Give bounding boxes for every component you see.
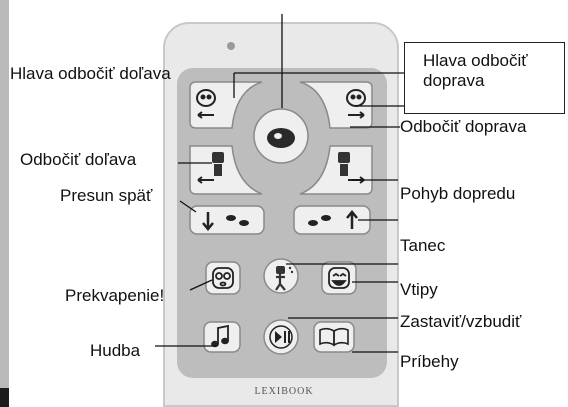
surprise-button[interactable] <box>205 261 241 295</box>
label-stop-wake: Zastaviť/vzbudiť <box>400 312 522 331</box>
open-book-icon <box>319 327 349 347</box>
brand-logo-text: LEXIBOOK <box>254 386 314 397</box>
label-move-forward: Pohyb dopredu <box>400 184 516 203</box>
move-back-button[interactable] <box>189 205 265 235</box>
label-head-right-line1: Hlava odbočiť <box>423 51 528 70</box>
turn-left-button[interactable] <box>189 145 263 195</box>
remote-sensor <box>227 42 235 50</box>
label-move-back: Presun späť <box>60 186 153 205</box>
laughing-face-icon <box>328 267 350 289</box>
label-head-right-line2: doprava <box>423 71 485 90</box>
left-edge-bar <box>0 0 9 407</box>
head-left-icon <box>196 89 216 119</box>
dance-robot-icon <box>275 266 294 291</box>
surprise-face-icon <box>212 267 234 289</box>
jokes-button[interactable] <box>321 261 357 295</box>
label-turn-left: Odbočiť doľava <box>20 150 137 169</box>
label-dance: Tanec <box>400 236 446 255</box>
turn-left-robot-icon <box>197 152 224 184</box>
center-disc-hole <box>274 133 282 139</box>
leader-move-back <box>179 200 197 213</box>
left-edge-dark-block <box>0 388 9 407</box>
music-note-icon <box>211 324 229 348</box>
label-head-left: Hlava odbočiť doľava <box>10 64 171 83</box>
label-turn-right: Odbočiť doprava <box>400 117 527 136</box>
head-left-button[interactable] <box>189 81 263 129</box>
center-disc-icon <box>267 128 295 148</box>
leader-surprise <box>189 279 213 291</box>
label-head-right-box: Hlava odbočiť doprava <box>404 42 565 114</box>
play-pause-icon <box>269 325 293 349</box>
leader-lines <box>155 14 404 353</box>
turn-right-button[interactable] <box>299 145 373 195</box>
label-jokes: Vtipy <box>400 280 438 299</box>
label-surprise: Prekvapenie! <box>65 286 165 305</box>
head-right-button[interactable] <box>299 81 373 129</box>
label-music: Hudba <box>90 341 141 360</box>
move-forward-icon <box>308 210 358 229</box>
label-stories: Príbehy <box>400 352 459 371</box>
move-back-icon <box>202 212 249 231</box>
